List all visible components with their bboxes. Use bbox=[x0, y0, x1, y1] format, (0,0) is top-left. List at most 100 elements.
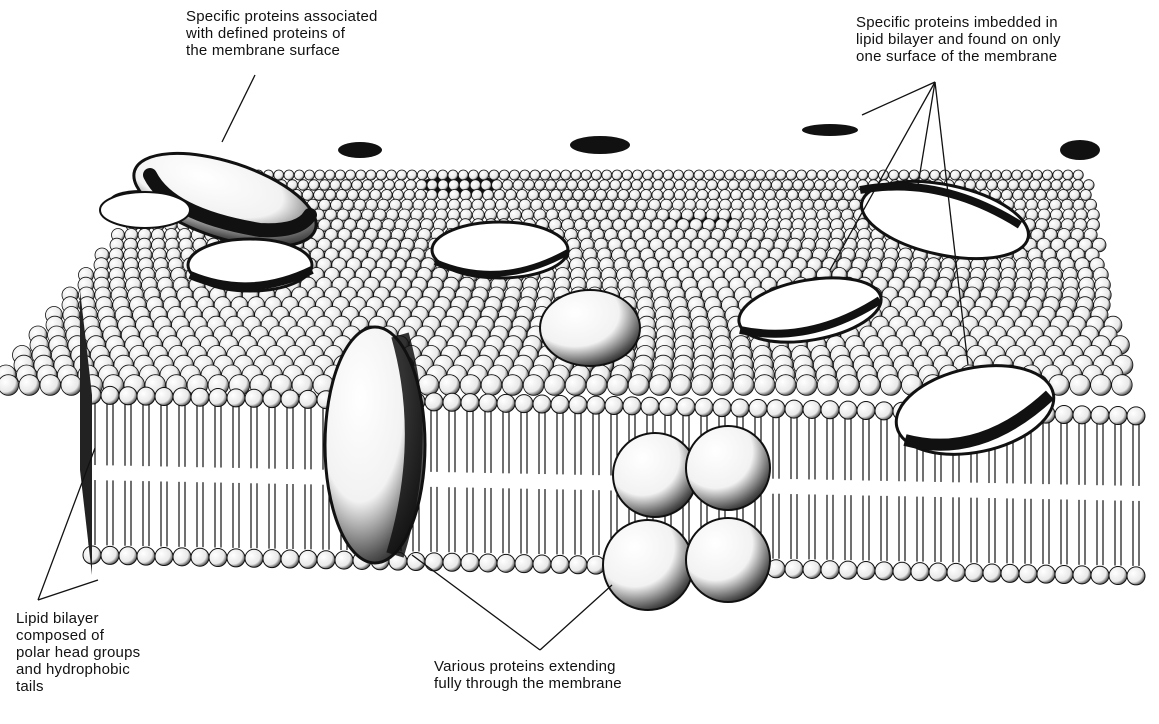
lipid-head bbox=[284, 170, 294, 180]
lipid-head bbox=[889, 170, 899, 180]
lipid-head bbox=[694, 170, 704, 180]
lipid-head bbox=[718, 180, 729, 191]
lipid-head bbox=[459, 180, 470, 191]
lipid-head bbox=[1012, 170, 1022, 180]
lipid-head bbox=[1022, 170, 1032, 180]
lipid-head bbox=[1030, 180, 1041, 191]
lipid-head bbox=[1032, 170, 1042, 180]
lipid-head bbox=[610, 180, 621, 191]
lipid-head bbox=[520, 170, 530, 180]
lipid-head bbox=[858, 170, 868, 180]
lipid-molecule bbox=[1091, 406, 1109, 584]
lipid-head bbox=[578, 180, 589, 191]
lipid-head bbox=[551, 170, 561, 180]
lipid-head bbox=[397, 170, 407, 180]
lipid-head bbox=[739, 180, 750, 191]
lipid-head bbox=[1053, 170, 1063, 180]
lipid-head bbox=[481, 180, 492, 191]
lipid-head bbox=[426, 190, 437, 201]
lipid-head bbox=[362, 180, 373, 191]
lipid-molecule bbox=[461, 394, 479, 572]
lipid-head bbox=[439, 375, 460, 396]
lipid-molecule bbox=[785, 400, 803, 578]
lipid-head bbox=[815, 180, 826, 191]
lipid-molecule bbox=[479, 394, 497, 572]
lipid-molecule bbox=[425, 393, 443, 571]
lipid-head bbox=[556, 180, 567, 191]
lipid-head bbox=[674, 170, 684, 180]
lipid-head bbox=[510, 170, 520, 180]
lipid-head bbox=[776, 170, 786, 180]
lipid-head bbox=[472, 190, 483, 201]
lipid-head bbox=[492, 180, 503, 191]
lipid-head bbox=[920, 170, 930, 180]
lipid-molecule bbox=[821, 401, 839, 579]
lipid-molecule bbox=[839, 401, 857, 579]
lipid-head bbox=[335, 170, 345, 180]
surface-shadow bbox=[338, 142, 382, 158]
lipid-head bbox=[294, 170, 304, 180]
lipid-head bbox=[407, 170, 417, 180]
lipid-head bbox=[971, 170, 981, 180]
lipid-head bbox=[1035, 190, 1046, 201]
transmembrane-protein-large bbox=[325, 327, 425, 563]
lipid-head bbox=[404, 190, 415, 201]
lipid-molecule bbox=[173, 388, 191, 566]
lipid-head bbox=[373, 180, 384, 191]
lipid-head bbox=[735, 170, 745, 180]
lipid-head bbox=[586, 375, 607, 396]
lipid-head bbox=[1013, 190, 1024, 201]
lipid-head bbox=[707, 180, 718, 191]
lipid-head bbox=[686, 190, 697, 201]
lipid-head bbox=[685, 180, 696, 191]
lipid-head bbox=[868, 170, 878, 180]
lipid-head bbox=[1002, 170, 1012, 180]
lipid-head bbox=[356, 170, 366, 180]
label-transmembrane-proteins: Various proteins extending fully through… bbox=[434, 658, 622, 692]
lipid-head bbox=[314, 190, 325, 201]
lipid-head bbox=[839, 375, 860, 396]
surface-shadow bbox=[570, 136, 630, 154]
lipid-head bbox=[298, 180, 309, 191]
lipid-head bbox=[1084, 180, 1095, 191]
lipid-molecule bbox=[209, 389, 227, 567]
lipid-head bbox=[976, 180, 987, 191]
lipid-head bbox=[502, 180, 513, 191]
surface-shadow bbox=[802, 124, 858, 136]
embedded-protein-small bbox=[540, 290, 640, 366]
lipid-head bbox=[438, 170, 448, 180]
lipid-head bbox=[460, 375, 481, 396]
lipid-head bbox=[449, 180, 460, 191]
lipid-head bbox=[352, 180, 363, 191]
lipid-molecule bbox=[245, 389, 263, 567]
lipid-head bbox=[899, 170, 909, 180]
lipid-head bbox=[309, 180, 320, 191]
lipid-head bbox=[1063, 170, 1073, 180]
lipid-head bbox=[663, 170, 673, 180]
lipid-head bbox=[599, 180, 610, 191]
lipid-head bbox=[589, 180, 600, 191]
lipid-head bbox=[807, 170, 817, 180]
lipid-head bbox=[704, 170, 714, 180]
lipid-head bbox=[832, 190, 843, 201]
lipid-head bbox=[573, 190, 584, 201]
lipid-head bbox=[731, 190, 742, 201]
lipid-molecule bbox=[803, 400, 821, 578]
lipid-head bbox=[997, 180, 1008, 191]
lipid-head bbox=[950, 170, 960, 180]
lipid-head bbox=[489, 170, 499, 180]
lipid-head bbox=[544, 375, 565, 396]
lipid-head bbox=[319, 180, 330, 191]
lipid-head bbox=[584, 190, 595, 201]
lipid-head bbox=[691, 375, 712, 396]
lipid-head bbox=[848, 170, 858, 180]
lipid-head bbox=[524, 180, 535, 191]
lipid-head bbox=[483, 190, 494, 201]
lipid-head bbox=[505, 190, 516, 201]
lipid-head bbox=[776, 190, 787, 201]
lipid-head bbox=[0, 375, 19, 396]
lipid-head bbox=[545, 180, 556, 191]
lipid-molecule bbox=[281, 390, 299, 568]
lipid-molecule bbox=[1055, 405, 1073, 583]
lipid-head bbox=[675, 180, 686, 191]
